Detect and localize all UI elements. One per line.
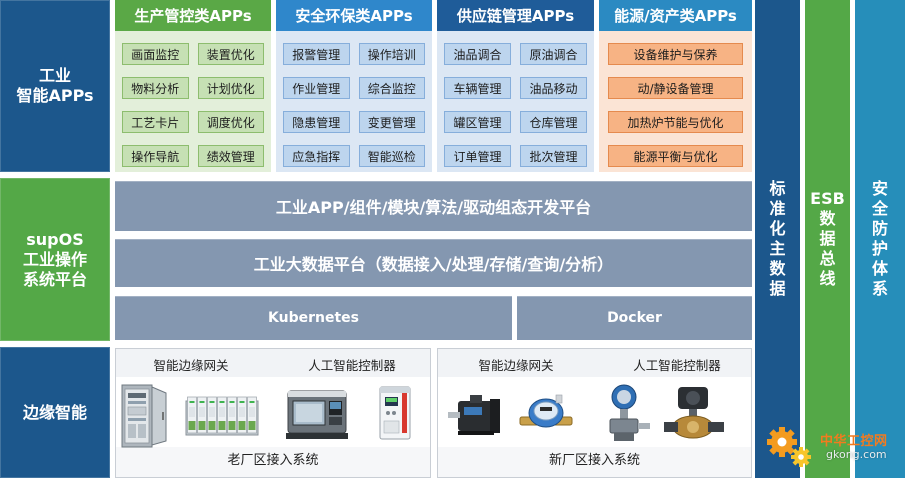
layer-label-line: 工业操作 xyxy=(22,249,87,269)
app-item: 调度优化 xyxy=(197,111,264,133)
app-item: 隐患管理 xyxy=(283,111,350,133)
valve-actuator-icon xyxy=(664,387,724,439)
ai-controller-label: 人工智能控制器 xyxy=(308,358,396,373)
app-item: 加热炉节能与优化 xyxy=(608,111,743,133)
vertical-label-segment: 线 xyxy=(819,269,836,288)
edge-site-label: 新厂区接入系统 xyxy=(548,453,640,468)
edge-label-strip xyxy=(116,349,430,377)
app-item: 订单管理 xyxy=(444,145,511,167)
app-group-title: 安全环保类APPs xyxy=(276,0,432,31)
kubernetes-layer: Kubernetes xyxy=(115,296,512,340)
edge-site-label: 老厂区接入系统 xyxy=(227,453,319,468)
app-item: 罐区管理 xyxy=(444,111,511,133)
app-group-title: 能源/资产类APPs xyxy=(599,0,752,31)
vertical-label-segment: 数 xyxy=(819,209,836,228)
layer-label-line: 智能APPs xyxy=(16,86,94,105)
ai-controller-label: 人工智能控制器 xyxy=(633,358,721,373)
edge-gateway-label: 智能边缘网关 xyxy=(153,358,229,373)
vertical-label-segment: ESB xyxy=(810,189,845,208)
app-item: 物料分析 xyxy=(122,77,189,99)
layer-label-line: supOS xyxy=(26,229,84,249)
edge-footer-strip xyxy=(438,447,751,477)
app-group-body: 报警管理 操作培训 作业管理 综合监控 隐患管理 变更管理 应急指挥 智能巡检 xyxy=(276,31,432,172)
app-item: 绩效管理 xyxy=(197,145,264,167)
edge-intelligence-layer-label: 边缘智能 xyxy=(0,347,110,478)
edge-gateway-label: 智能边缘网关 xyxy=(478,358,554,373)
vertical-label-segment: 护 xyxy=(871,239,888,258)
vertical-label-segment: 主 xyxy=(769,239,786,258)
cnc-machine-icon xyxy=(286,390,348,439)
industrial-apps-layer-label: 工业 智能APPs xyxy=(0,0,110,172)
app-group-supply-chain: 供应链管理APPs 油品调合 原油调合 车辆管理 油品移动 罐区管理 仓库管理 … xyxy=(437,0,594,172)
layer-label-line: 边缘智能 xyxy=(22,402,87,422)
security-protection-column: 安全防护体系 xyxy=(855,0,905,478)
vertical-label-segment: 体 xyxy=(871,259,888,278)
plc-module-icon xyxy=(185,396,259,436)
watermark-domain: gkong.com xyxy=(826,448,887,461)
app-group-body: 设备维护与保养 动/静设备管理 加热炉节能与优化 能源平衡与优化 xyxy=(599,31,752,172)
app-item: 原油调合 xyxy=(520,43,587,65)
app-item: 工艺卡片 xyxy=(122,111,189,133)
gkong-watermark: 中华工控网 gkong.com xyxy=(766,420,902,474)
layer-label-line: 系统平台 xyxy=(22,269,87,289)
app-item: 动/静设备管理 xyxy=(608,77,743,99)
docker-layer: Docker xyxy=(517,296,752,340)
app-item: 变更管理 xyxy=(358,111,425,133)
pressure-transmitter-icon xyxy=(609,384,650,441)
vertical-label-segment: 据 xyxy=(819,229,836,248)
layer-label-line: 工业 xyxy=(38,66,71,85)
servo-motor-icon xyxy=(448,395,500,435)
big-data-platform-layer: 工业大数据平台（数据接入/处理/存储/查询/分析） xyxy=(115,239,752,287)
vertical-label-segment: 准 xyxy=(769,199,786,218)
app-group-safety-environment: 安全环保类APPs 报警管理 操作培训 作业管理 综合监控 隐患管理 变更管理 … xyxy=(276,0,432,172)
vertical-label-segment: 安 xyxy=(871,179,888,198)
vertical-label-segment: 化 xyxy=(769,219,786,238)
app-item: 画面监控 xyxy=(122,43,189,65)
vertical-label-segment: 标 xyxy=(769,179,786,198)
app-group-body: 画面监控 装置优化 物料分析 计划优化 工艺卡片 调度优化 操作导航 绩效管理 xyxy=(115,31,271,172)
master-data-standard-column: 标准化主数据 xyxy=(755,0,800,478)
vertical-label-segment: 系 xyxy=(871,279,888,298)
app-item: 装置优化 xyxy=(197,43,264,65)
dev-platform-layer: 工业APP/组件/模块/算法/驱动组态开发平台 xyxy=(115,181,752,231)
app-item: 智能巡检 xyxy=(358,145,425,167)
app-item: 油品移动 xyxy=(520,77,587,99)
vertical-label-segment: 据 xyxy=(769,279,786,298)
app-item: 作业管理 xyxy=(283,77,350,99)
app-group-title: 供应链管理APPs xyxy=(437,0,594,31)
app-group-energy-assets: 能源/资产类APPs 设备维护与保养 动/静设备管理 加热炉节能与优化 能源平衡… xyxy=(599,0,752,172)
app-item: 综合监控 xyxy=(358,77,425,99)
supos-platform-layer-label: supOS 工业操作 系统平台 xyxy=(0,178,110,341)
inverter-icon xyxy=(379,386,411,440)
app-item: 油品调合 xyxy=(444,43,511,65)
app-item: 能源平衡与优化 xyxy=(608,145,743,167)
gear-icon xyxy=(767,427,811,467)
app-item: 车辆管理 xyxy=(444,77,511,99)
water-meter-icon xyxy=(519,394,573,428)
app-item: 仓库管理 xyxy=(520,111,587,133)
app-item: 设备维护与保养 xyxy=(608,43,743,65)
edge-site-old-plant: 智能边缘网关 人工智能控制器 老厂区接入系统 xyxy=(115,348,431,478)
edge-site-new-plant: 智能边缘网关 人工智能控制器 新厂区接入系统 xyxy=(437,348,752,478)
app-item: 批次管理 xyxy=(520,145,587,167)
app-item: 操作培训 xyxy=(358,43,425,65)
edge-label-strip xyxy=(438,349,751,377)
app-group-body: 油品调合 原油调合 车辆管理 油品移动 罐区管理 仓库管理 订单管理 批次管理 xyxy=(437,31,594,172)
watermark-name: 中华工控网 xyxy=(820,434,888,449)
app-group-title: 生产管控类APPs xyxy=(115,0,271,31)
vertical-label-segment: 全 xyxy=(871,199,888,218)
app-group-production-control: 生产管控类APPs 画面监控 装置优化 物料分析 计划优化 工艺卡片 调度优化 … xyxy=(115,0,271,172)
vertical-label-segment: 数 xyxy=(769,259,786,278)
app-item: 计划优化 xyxy=(197,77,264,99)
app-item: 应急指挥 xyxy=(283,145,350,167)
electrical-cabinet-icon xyxy=(121,384,167,448)
vertical-label-segment: 防 xyxy=(871,219,888,238)
app-item: 报警管理 xyxy=(283,43,350,65)
app-item: 操作导航 xyxy=(122,145,189,167)
vertical-label-segment: 总 xyxy=(819,249,836,268)
edge-footer-strip xyxy=(116,447,430,477)
